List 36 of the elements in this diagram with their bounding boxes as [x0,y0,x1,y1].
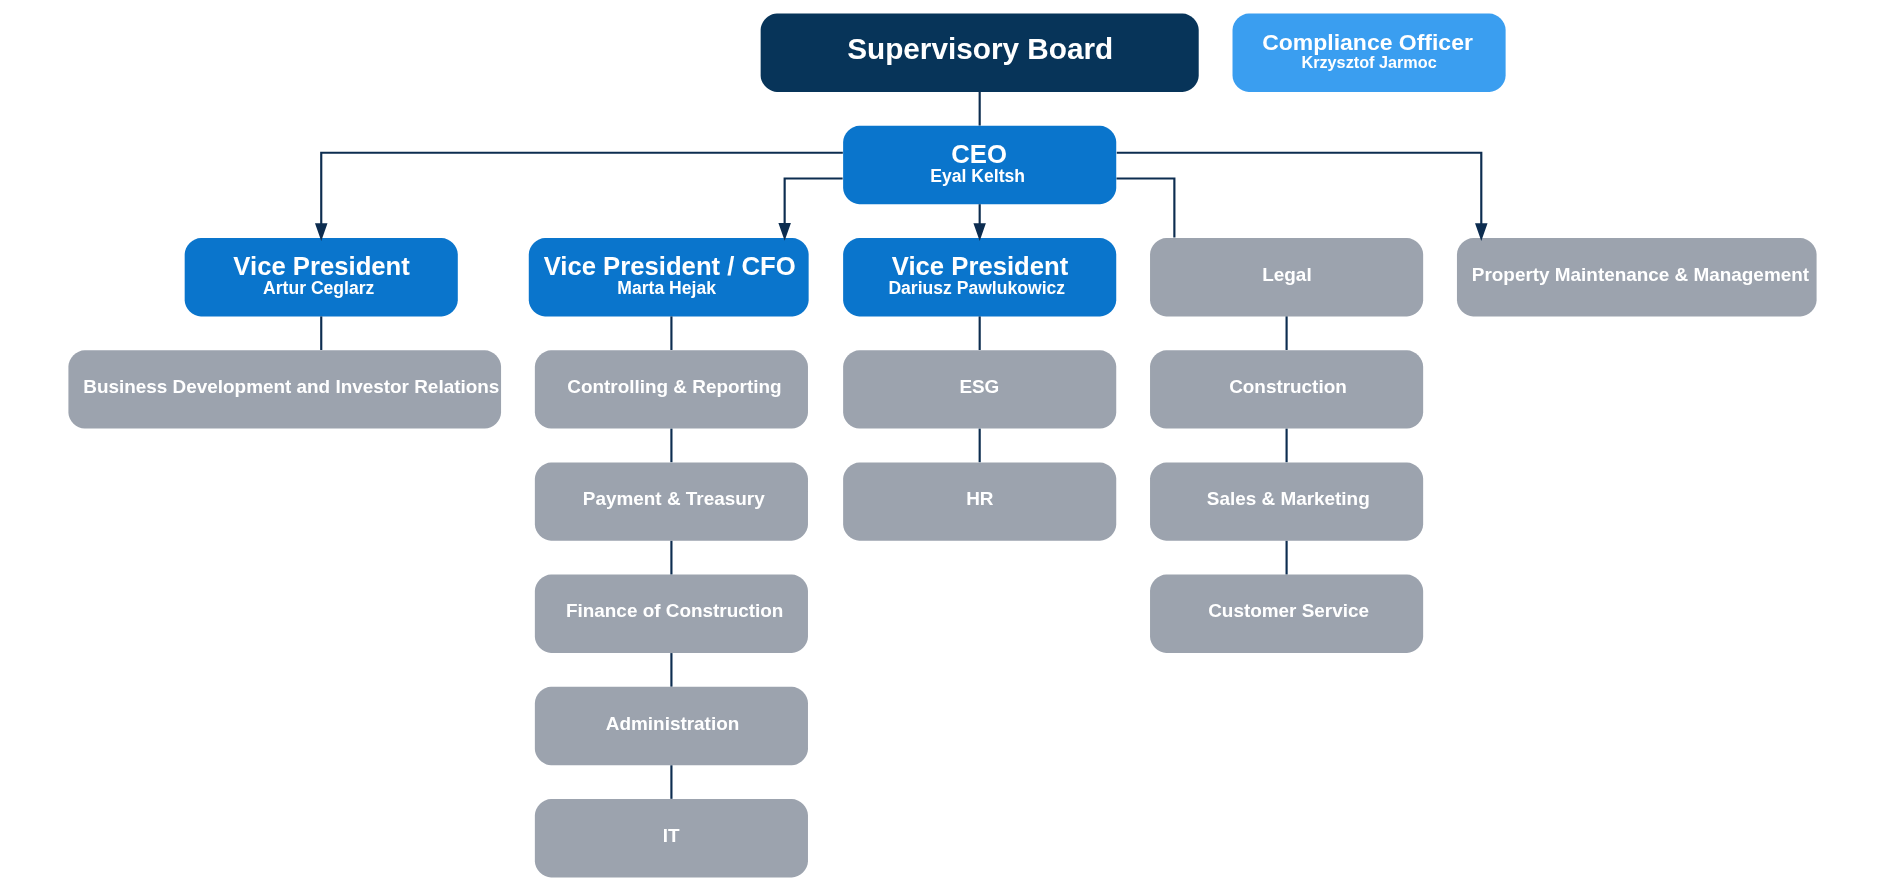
arrow [778,177,843,241]
connector [320,316,323,350]
connector [978,316,981,350]
connector [670,428,673,463]
arrow [1116,151,1488,242]
node-box: CEO Eyal Keltsh [843,125,1117,205]
node-box: Customer Service [1150,574,1424,654]
node-box: Controlling & Reporting [534,350,808,429]
node-box: Vice President Dariusz Pawlukowicz [843,237,1117,317]
connector [1285,316,1288,350]
connector [978,92,981,126]
node-box: Vice President / CFO Marta Hejak [528,237,809,317]
connector [670,540,673,575]
connector [1116,177,1176,238]
node-box: Business Development and Investor Relations [68,350,502,429]
arrow [973,204,986,242]
node-box: ESG [843,350,1117,429]
connector [670,316,673,350]
node-box: IT [534,799,808,878]
node-box: Construction [1150,350,1424,429]
connector [1285,428,1288,463]
node-box: Payment & Treasury [534,462,808,541]
node-box: Compliance Officer Krzysztof Jarmoc [1232,13,1506,92]
node-box: Vice President Artur Ceglarz [184,237,458,317]
node-box: Administration [534,686,808,766]
node-box: Finance of Construction [534,574,808,654]
node-box: Property Maintenance & Management [1456,237,1817,317]
arrow [315,151,843,242]
connector [670,765,673,799]
node-box: Sales & Marketing [1150,462,1424,541]
node-box: Legal [1150,237,1424,317]
node-box: Supervisory Board [760,13,1199,92]
connector [978,428,981,463]
node-box: HR [843,462,1117,541]
connector [670,653,673,687]
connector [1285,540,1288,575]
